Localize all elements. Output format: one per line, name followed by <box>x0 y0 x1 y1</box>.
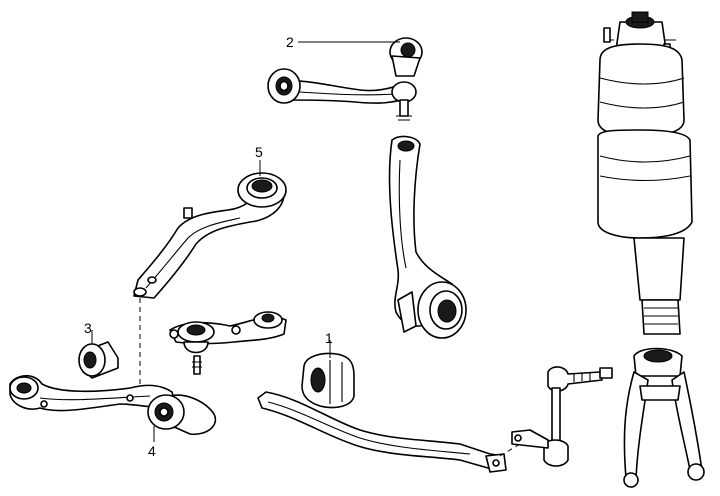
strut-fork-icon <box>623 347 705 488</box>
callout-4: 4 <box>148 443 156 459</box>
callout-2: 2 <box>286 34 294 50</box>
lower-arm-bushing-icon <box>78 341 119 379</box>
lower-arm-bushing-with-arm-icon <box>9 374 217 436</box>
steering-knuckle-icon <box>388 135 467 339</box>
stabilizer-bar-icon <box>257 391 507 473</box>
callout-5: 5 <box>255 144 263 160</box>
assembly-line-2 <box>499 443 521 457</box>
stabilizer-bushing-icon <box>301 352 355 409</box>
air-strut-icon <box>597 11 693 335</box>
callout-3: 3 <box>84 320 92 336</box>
stabilizer-link-icon <box>511 366 613 467</box>
callout-1: 1 <box>325 330 333 346</box>
upper-control-arm-icon <box>267 37 423 121</box>
ball-joint-icon <box>169 311 287 375</box>
lower-control-arm-bushing-icon <box>133 172 287 299</box>
